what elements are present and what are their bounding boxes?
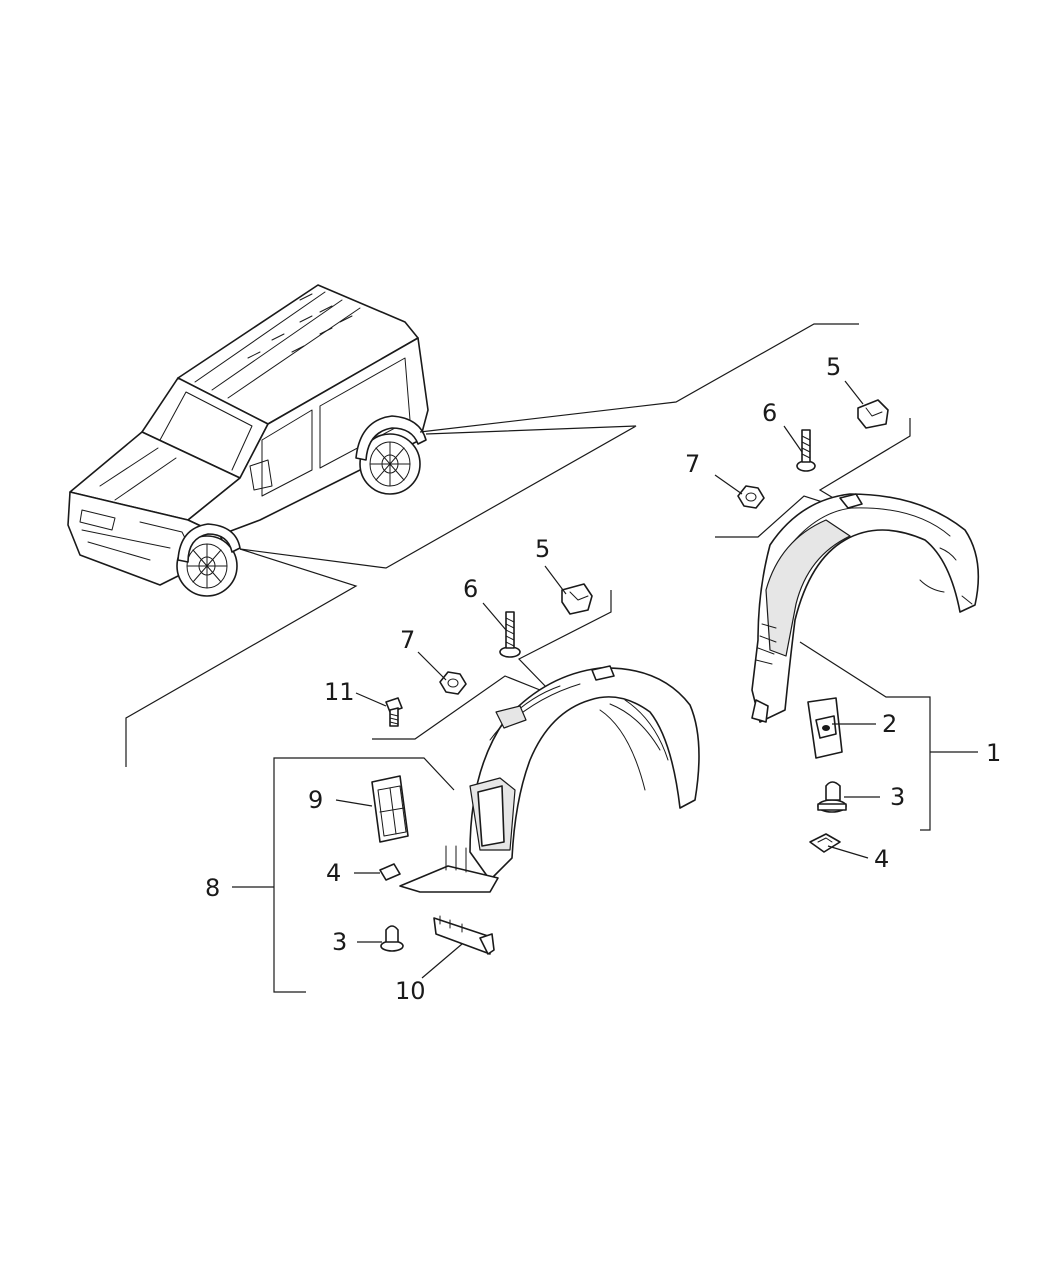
- callout-5-rear: 5: [826, 353, 841, 381]
- rear-clip-5: [857, 399, 889, 429]
- front-nut-7: [439, 671, 467, 695]
- vehicle-illustration: [67, 284, 429, 597]
- clip-plate-2: [807, 697, 843, 759]
- callout-3-front: 3: [332, 928, 347, 956]
- front-screw-6: [499, 611, 521, 658]
- rear-speednut-4: [809, 833, 841, 853]
- callout-3-rear: 3: [890, 783, 905, 811]
- callout-6-rear: 6: [762, 399, 777, 427]
- cover-9: [371, 775, 409, 843]
- front-pin-3: [380, 925, 404, 952]
- bolt-11: [385, 697, 403, 727]
- callout-11: 11: [324, 678, 355, 706]
- callout-7-front: 7: [400, 626, 415, 654]
- callout-7-rear: 7: [685, 450, 700, 478]
- callout-1: 1: [986, 739, 1001, 767]
- rear-nut-7: [737, 485, 765, 509]
- front-clip-5: [561, 583, 593, 615]
- front-wheel-liner: [399, 665, 700, 893]
- callout-5-front: 5: [535, 535, 550, 563]
- callout-9: 9: [308, 786, 323, 814]
- callout-4-front: 4: [326, 859, 341, 887]
- callout-8: 8: [205, 874, 220, 902]
- rear-screw-6: [796, 429, 816, 472]
- rear-pin-3: [817, 781, 847, 813]
- callout-leaders: [232, 380, 978, 993]
- bracket-10: [433, 915, 495, 955]
- rear-wheel-liner: [751, 493, 980, 723]
- callout-6-front: 6: [463, 575, 478, 603]
- callout-2: 2: [882, 710, 897, 738]
- callout-10: 10: [395, 977, 426, 1005]
- front-speednut-4: [379, 863, 401, 881]
- callout-4-rear: 4: [874, 845, 889, 873]
- assembly-leader-lines: [125, 323, 911, 767]
- callout-labels: 1 2 3 4 5 6 7 5 6 7 11 8 9 4 3 10: [205, 353, 1001, 1005]
